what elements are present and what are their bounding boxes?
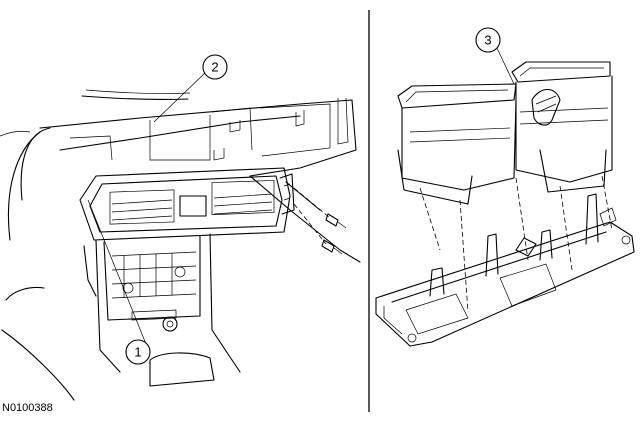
figure-reference-id: N0100388 [2,402,53,414]
callout-1: 1 [125,339,151,365]
callout-2-label: 2 [211,60,218,75]
callout-3: 3 [475,27,501,53]
right-vent [211,180,275,215]
base-frame [375,193,635,347]
callout-2: 2 [202,54,228,80]
callout-3-leader [495,45,515,85]
callout-3-label: 3 [484,33,491,48]
screw-lower [321,239,343,255]
hazard-button [179,195,207,217]
callout-1-label: 1 [134,345,141,360]
instrument-panel-view [0,71,361,401]
left-knob [122,282,134,294]
left-vent [109,189,175,225]
right-knob [174,266,186,278]
vent-nozzle [531,88,561,126]
duct-assembly-view [375,45,635,347]
callout-1-leader [87,199,147,345]
screw-upper [325,213,347,229]
bezel-fastener [162,316,178,332]
callout-2-leader [153,71,207,123]
